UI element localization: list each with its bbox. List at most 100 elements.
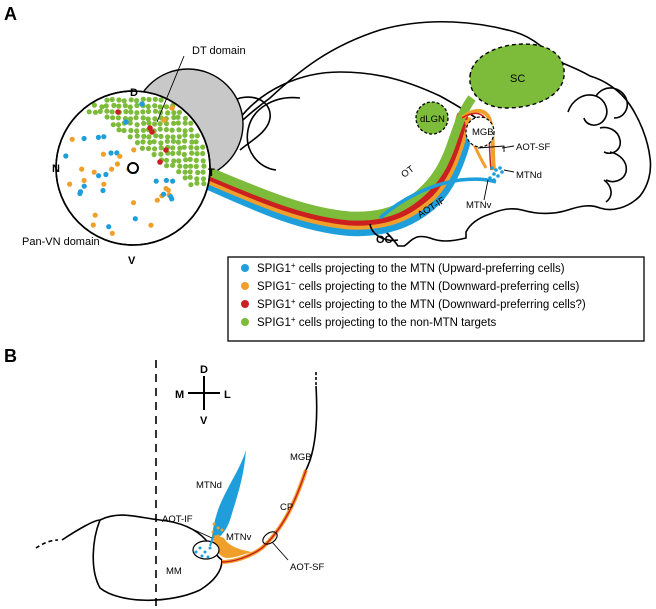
retina-dot — [111, 102, 117, 108]
retina-dot — [169, 127, 175, 133]
mgb-region — [465, 116, 495, 148]
compass-l: L — [224, 389, 231, 401]
retina-dot — [77, 190, 83, 197]
retina-dot — [200, 176, 207, 182]
retina-dot — [157, 126, 163, 132]
retina-dot — [200, 150, 206, 157]
retina-dot — [103, 171, 109, 178]
retina-dot — [189, 150, 195, 156]
retina-dot — [109, 96, 115, 103]
retina-dot — [158, 151, 164, 157]
retina-dot — [201, 163, 207, 169]
retina-dot — [161, 191, 167, 197]
retina-dot — [170, 162, 176, 168]
mgb-label: MGB — [472, 127, 494, 138]
retina-dot — [134, 140, 141, 146]
legend-item: SPIG1+ cells projecting to the MTN (Upwa… — [257, 261, 565, 275]
compass-v: V — [200, 415, 208, 427]
mtnd-label-b: MTNd — [196, 480, 222, 491]
sc-label: SC — [510, 73, 525, 85]
retina-dot — [200, 158, 206, 164]
retina-dot — [127, 104, 133, 110]
retina-dot — [79, 166, 85, 172]
legend: SPIG1+ cells projecting to the MTN (Upwa… — [241, 261, 586, 329]
retina-dot — [152, 116, 158, 122]
panel-a-letter: A — [4, 4, 17, 24]
retina-dot — [152, 103, 158, 109]
retina-dot — [92, 212, 98, 218]
retina-dot — [188, 163, 194, 169]
retina-dot — [103, 103, 109, 109]
mtnd-label: MTNd — [516, 170, 542, 181]
mtn-dot — [492, 172, 496, 176]
legend-marker — [241, 318, 249, 326]
retina-axis-v: V — [128, 255, 136, 267]
retina-dot — [171, 158, 177, 164]
retina-dot — [177, 163, 183, 169]
retina-dot — [145, 103, 151, 110]
cp-label: CP — [280, 502, 293, 513]
mtnd-region — [212, 450, 246, 540]
retina-dot — [149, 129, 155, 135]
compass-m: M — [175, 389, 184, 401]
retina-dot — [128, 109, 134, 115]
retina-dot — [146, 96, 152, 103]
legend-item: SPIG1− cells projecting to the MTN (Down… — [257, 279, 579, 293]
retina-dot — [122, 103, 128, 109]
mtn-dots — [488, 166, 504, 182]
retina-dot — [170, 150, 176, 156]
mm-label: MM — [166, 566, 182, 577]
mtnv-leader — [483, 179, 489, 201]
section-outline-dashed — [35, 539, 59, 549]
aot-if-label-b: AOT-IF — [162, 514, 193, 525]
oc-label: OC — [376, 234, 393, 246]
retina-dot — [110, 122, 116, 128]
mtn-dot — [496, 174, 500, 178]
retina-dot — [187, 169, 193, 175]
retina-dot — [163, 127, 169, 133]
retina-dot — [81, 177, 87, 184]
retina-dot — [147, 139, 153, 145]
retina-dot — [109, 109, 115, 115]
retina-dot — [128, 127, 134, 134]
dt-domain-leader — [156, 55, 185, 123]
retina-dot — [123, 119, 129, 125]
optic-chiasm — [369, 223, 399, 242]
retina-dot — [182, 138, 188, 144]
retina-dot — [175, 120, 181, 126]
retina-dot — [152, 108, 159, 114]
aot-sf-branch — [460, 109, 496, 171]
retina-dot — [109, 166, 115, 172]
retina-dot — [171, 110, 177, 116]
retina-dot — [99, 104, 105, 110]
mgb-label-b: MGB — [290, 452, 312, 463]
dlgn-label: dLGN — [420, 114, 445, 125]
pan-vn-domain-label: Pan-VN domain — [22, 236, 100, 248]
retina-dot — [189, 139, 195, 145]
aot-if-leader-b — [189, 527, 213, 539]
panel-b-letter: B — [4, 346, 17, 366]
retina-dot — [104, 97, 110, 103]
ot-label: OT — [399, 164, 416, 181]
retina-dot — [115, 109, 121, 115]
retina-dot — [152, 146, 158, 152]
retina-dot — [182, 115, 188, 121]
retina-dot — [183, 157, 189, 163]
retina-dot — [152, 96, 158, 102]
retina-dot — [123, 109, 129, 115]
mtnv-region — [212, 534, 252, 558]
retina-dot — [139, 145, 145, 151]
retina-dot — [115, 122, 122, 128]
retina-dot — [133, 115, 139, 121]
retina-dot — [170, 134, 176, 140]
retina-axis-d: D — [130, 87, 138, 99]
mtn-dot — [494, 168, 498, 172]
retina-dot — [69, 136, 75, 142]
retina-dot — [148, 222, 154, 228]
retina-dot — [63, 153, 69, 159]
retina-dot — [158, 97, 164, 103]
retina-dot — [134, 98, 140, 104]
retina-dot — [154, 197, 160, 203]
retina-dot — [100, 187, 106, 194]
mtnv-dot — [216, 534, 220, 538]
